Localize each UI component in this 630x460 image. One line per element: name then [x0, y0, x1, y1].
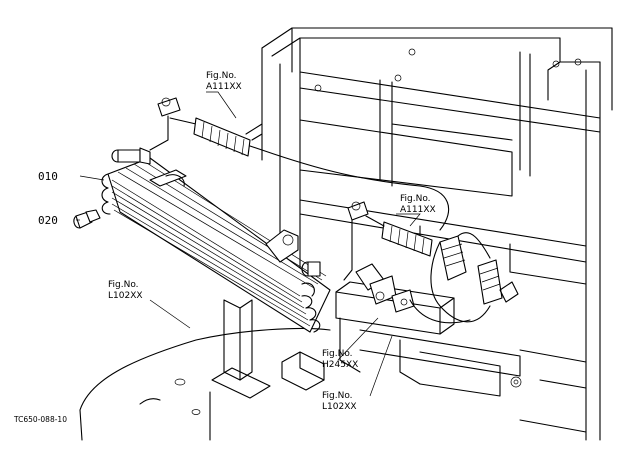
fig-ref-label: Fig.No. [400, 194, 431, 204]
fig-ref-bracket: Fig.No. L102XX [322, 391, 357, 412]
lower-hose-assembly [343, 201, 519, 324]
machine-frame [245, 27, 613, 441]
fig-ref-number: A111XX [400, 205, 436, 215]
callout-010: 010 [38, 170, 58, 183]
leader-lines [76, 91, 421, 397]
fig-ref-number: H245XX [322, 360, 358, 370]
fig-ref-number: L102XX [322, 402, 357, 412]
mounting-bracket [139, 281, 522, 441]
floor-plate-edge [79, 409, 83, 441]
callout-020: 020 [38, 214, 58, 227]
fig-ref-valve: Fig.No. H245XX [322, 349, 358, 370]
fig-ref-label: Fig.No. [206, 71, 237, 81]
upper-hose-assembly [149, 97, 450, 231]
fig-ref-number: A111XX [206, 82, 242, 92]
fig-ref-number: L102XX [108, 291, 143, 301]
drawing-code: TC650-088-10 [13, 415, 67, 424]
fig-ref-label: Fig.No. [322, 349, 353, 359]
fig-ref-label: Fig.No. [108, 280, 139, 290]
oil-cooler-010 [101, 147, 331, 333]
fig-ref-upper-hose: Fig.No. A111XX [206, 71, 242, 92]
fig-ref-cooler-pipe: Fig.No. L102XX [108, 280, 143, 301]
fig-ref-label: Fig.No. [322, 391, 353, 401]
floor-plate-outline [79, 327, 331, 411]
drain-plug-020 [73, 209, 101, 229]
fig-ref-lower-hose: Fig.No. A111XX [400, 194, 436, 215]
